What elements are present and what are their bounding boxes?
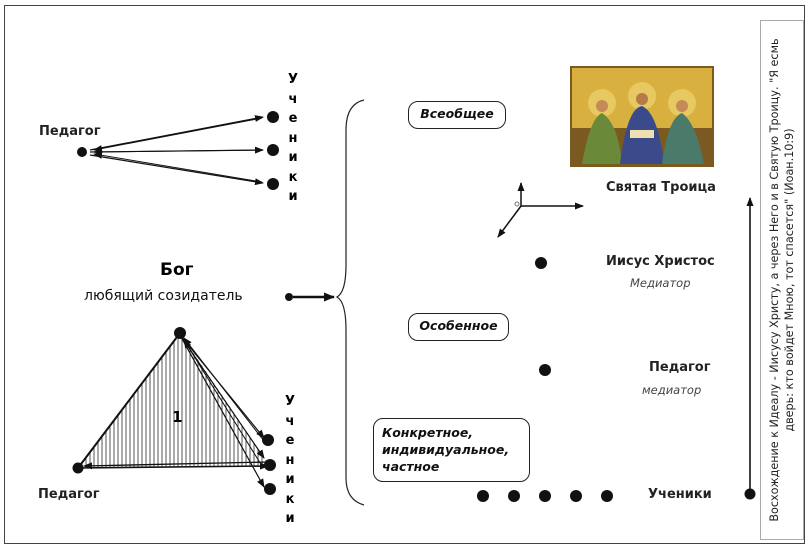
special-box: Особенное: [408, 313, 509, 341]
side-quote: Восхождение к Идеалу - Иисусу Христу, а …: [768, 38, 796, 522]
top-student-letter-2: ч: [288, 91, 298, 107]
bottom-student-letter-1: У: [285, 394, 296, 409]
bottom-student-dot-1: [262, 434, 274, 446]
christ-label: Иисус Христос: [606, 254, 715, 269]
top-student-dot-1: [267, 111, 279, 123]
bottom-student-dot-2: [264, 459, 276, 471]
teacher-role: медиатор: [642, 383, 702, 397]
triangle-top-dot: [174, 327, 186, 339]
universal-box: Всеобщее: [408, 101, 506, 129]
trinity-icon-painting: [570, 66, 714, 167]
bottom-student-letter-5: и: [285, 472, 295, 487]
side-panel: [760, 20, 804, 540]
bottom-teacher-dot: [72, 462, 84, 474]
bottom-student-letter-6: к: [285, 491, 295, 507]
bottom-students-letters: У ч е н и к и: [285, 392, 295, 529]
bottom-student-dot-3: [264, 483, 276, 495]
bottom-student-letter-4: н: [285, 452, 295, 468]
teacher-dot: [539, 364, 551, 376]
top-arrow-3: [89, 154, 264, 186]
bottom-student-letter-3: е: [285, 433, 295, 448]
top-student-letter-3: е: [288, 111, 298, 126]
top-student-letter-6: к: [288, 169, 298, 185]
axes-icon: [497, 182, 584, 238]
god-label: Бог: [160, 260, 194, 280]
diagram-frame: [4, 5, 805, 544]
top-student-letter-4: н: [288, 130, 298, 146]
students-dots-row: [477, 490, 613, 502]
top-arrow-1: [89, 115, 264, 151]
top-students-letters: У ч е н и к и: [288, 70, 298, 207]
curly-brace: [335, 99, 365, 506]
top-teacher-label: Педагог: [39, 124, 101, 139]
bottom-triangle: [72, 327, 276, 495]
top-teacher-group: [77, 111, 279, 190]
teacher-label: Педагог: [649, 360, 711, 375]
top-student-dot-2: [267, 144, 279, 156]
top-student-letter-7: и: [288, 189, 298, 204]
ascent-dot: [744, 488, 756, 500]
top-student-letter-5: и: [288, 150, 298, 165]
triangle-number: 1: [172, 408, 183, 426]
god-subtitle: любящий созидатель: [84, 288, 243, 304]
trinity-label: Святая Троица: [606, 180, 716, 195]
students-label: Ученики: [648, 487, 712, 502]
concrete-box: Конкретное, индивидуальное, частное: [373, 418, 530, 482]
bottom-student-letter-2: ч: [285, 413, 295, 429]
top-teacher-dot: [77, 147, 87, 157]
top-student-letter-1: У: [288, 72, 299, 87]
christ-dot: [535, 257, 547, 269]
bottom-student-letter-7: и: [285, 511, 295, 526]
god-dot: [285, 293, 293, 301]
christ-role: Медиатор: [630, 276, 691, 290]
top-student-dot-3: [267, 178, 279, 190]
bottom-teacher-label: Педагог: [38, 487, 100, 502]
trinity-icon: [572, 68, 712, 165]
